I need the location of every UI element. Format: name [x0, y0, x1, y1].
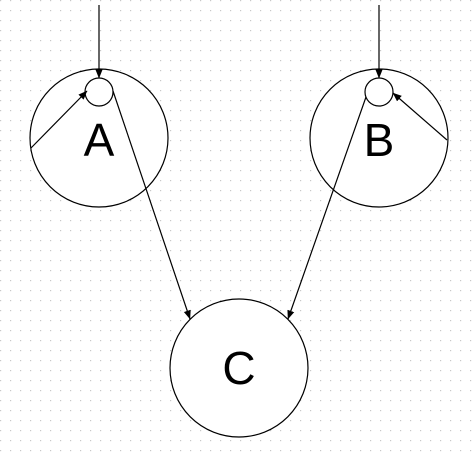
node-b-inner-port[interactable] [364, 77, 394, 107]
node-b[interactable]: B [309, 68, 449, 208]
node-c[interactable]: C [169, 298, 309, 438]
edge-b-self-loop[interactable] [392, 92, 448, 141]
node-c-label: C [222, 342, 255, 394]
edge-b-to-c[interactable] [287, 96, 367, 320]
node-a-inner-port[interactable] [84, 77, 114, 107]
edge-a-to-c[interactable] [112, 90, 191, 320]
node-b-label: B [364, 114, 395, 166]
edge-a-self-loop[interactable] [30, 90, 88, 149]
node-a-label: A [84, 114, 115, 166]
node-c-circle [169, 298, 309, 438]
node-a[interactable]: A [29, 68, 169, 208]
